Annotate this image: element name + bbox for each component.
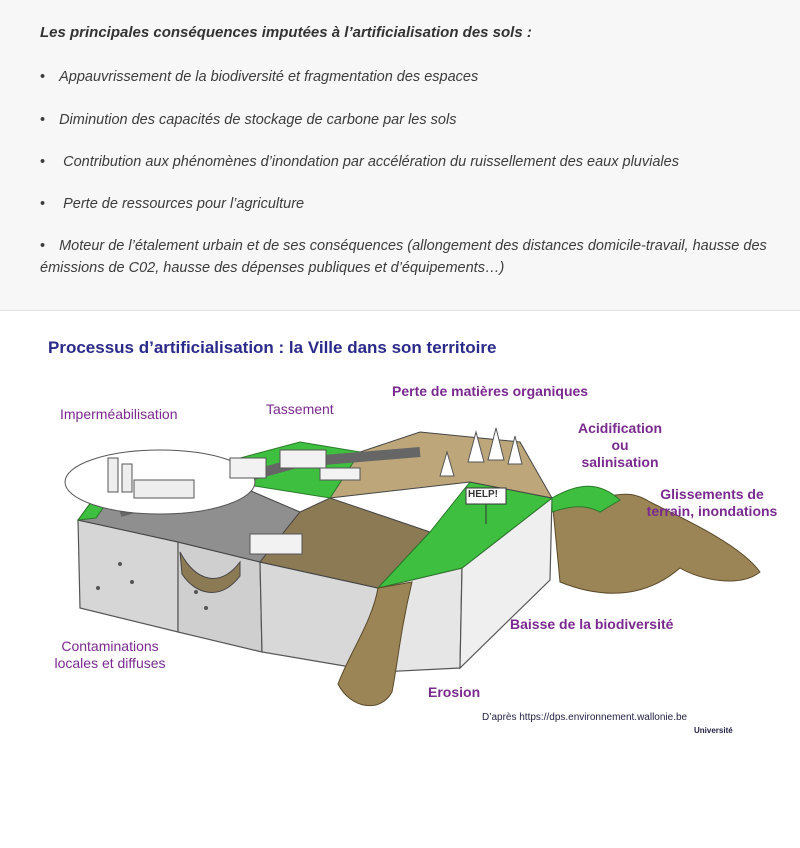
consequences-heading: Les principales conséquences imputées à … [40,24,532,41]
list-item: •Diminution des capacités de stockage de… [40,109,456,131]
building [250,534,302,554]
label-erosion: Erosion [428,684,480,701]
bullet-icon: • [40,151,45,173]
diagram-illustration [0,312,800,742]
label-baisse-biodiversite: Baisse de la biodiversité [510,616,673,633]
label-impermeabilisation: Imperméabilisation [60,406,178,423]
factory [134,480,194,498]
diagram-title: Processus d’artificialisation : la Ville… [48,338,496,358]
list-item: •Moteur de l’étalement urbain et de ses … [40,235,767,257]
label-contaminations: Contaminations locales et diffuses [46,638,174,672]
list-item: •Appauvrissement de la biodiversité et f… [40,66,478,88]
building [230,458,266,478]
building [320,468,360,480]
bullet-icon: • [40,66,45,88]
text-panel: Les principales conséquences imputées à … [0,0,800,310]
label-glissements: Glissements de terrain, inondations [634,486,790,520]
building [280,450,326,468]
label-perte-matieres: Perte de matières organiques [392,383,588,400]
bullet-icon: • [40,193,45,215]
chimney [108,458,118,492]
list-item-continuation: émissions de C02, hausse des dépenses pu… [40,257,504,279]
chimney [122,464,132,492]
divider [0,310,800,311]
bullet-icon: • [40,235,45,257]
list-item: • Perte de ressources pour l’agriculture [40,193,304,215]
field-surface [330,432,552,498]
artificialisation-diagram: HELP! Processus d’artificialisation : la… [0,312,800,742]
source-citation: D’après https://dps.environnement.wallon… [482,712,687,723]
bullet-icon: • [40,109,45,131]
list-item: • Contribution aux phénomènes d’inondati… [40,151,679,173]
label-tassement: Tassement [266,401,334,418]
university-logo: Université [694,726,733,735]
label-acidification: Acidification ou salinisation [566,420,674,471]
help-sign-text: HELP! [468,489,498,500]
